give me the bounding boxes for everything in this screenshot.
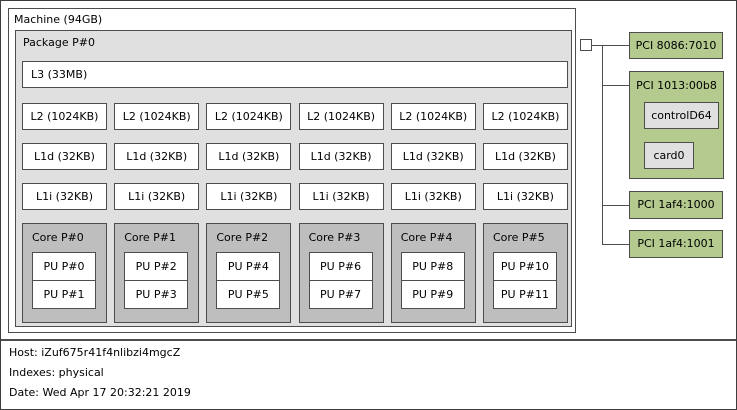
l2-cache-box: L2 (1024KB) [298, 103, 384, 130]
pu-stack: PU P#6 PU P#7 [308, 252, 373, 309]
core-box: Core P#1 PU P#2 PU P#3 [114, 223, 200, 323]
pci-device-label: PCI 1013:00b8 [636, 79, 717, 92]
l2-cache-box: L2 (1024KB) [390, 103, 476, 130]
pci-device-8086-7010: PCI 8086:7010 [629, 32, 723, 59]
core-label: Core P#5 [492, 231, 545, 244]
l2-cache-box: L2 (1024KB) [22, 103, 107, 130]
pci-device-1013-00b8: PCI 1013:00b8 controlD64 card0 [629, 71, 724, 179]
l1d-cache-box: L1d (32KB) [482, 143, 568, 170]
l2-cache-box: L2 (1024KB) [206, 103, 292, 130]
connector-line [602, 85, 631, 86]
pu-box: PU P#8 [400, 252, 465, 281]
legend-divider [1, 339, 736, 341]
core-box: Core P#2 PU P#4 PU P#5 [206, 223, 292, 323]
l1i-cache-box: L1i (32KB) [206, 183, 292, 210]
legend-host: Host: iZuf675r41f4nlibzi4mgcZ [9, 346, 181, 359]
pci-device-1af4-1001: PCI 1af4:1001 [629, 230, 723, 258]
connector-line [602, 244, 629, 245]
core-label: Core P#1 [124, 231, 176, 244]
core-label: Core P#4 [400, 231, 453, 244]
pu-box: PU P#2 [124, 252, 189, 281]
pu-box: PU P#1 [32, 280, 96, 309]
pu-stack: PU P#4 PU P#5 [216, 252, 281, 309]
core-label: Core P#3 [308, 231, 361, 244]
core-box: Core P#5 PU P#10 PU P#11 [482, 223, 568, 323]
pu-box: PU P#0 [32, 252, 96, 281]
pu-box: PU P#4 [216, 252, 281, 281]
connector-line [592, 45, 629, 46]
legend-indexes: Indexes: physical [9, 366, 104, 379]
l1d-cache-box: L1d (32KB) [22, 143, 107, 170]
l1i-cache-box: L1i (32KB) [298, 183, 384, 210]
legend-date: Date: Wed Apr 17 20:32:21 2019 [9, 386, 191, 399]
pu-box: PU P#7 [308, 280, 373, 309]
l1i-cache-box: L1i (32KB) [114, 183, 200, 210]
l1d-cache-box: L1d (32KB) [298, 143, 384, 170]
l1d-cache-box: L1d (32KB) [114, 143, 200, 170]
l1i-cache-box: L1i (32KB) [390, 183, 476, 210]
pci-subdevice-card0: card0 [644, 142, 694, 169]
package-label: Package P#0 [23, 36, 95, 49]
pu-box: PU P#10 [492, 252, 557, 281]
l1i-cache-row: L1i (32KB) L1i (32KB) L1i (32KB) L1i (32… [22, 183, 568, 210]
hostbridge-square-icon [580, 39, 592, 51]
pu-box: PU P#3 [124, 280, 189, 309]
machine-box: Machine (94GB) Package P#0 L3 (33MB) L2 … [8, 8, 576, 333]
pu-stack: PU P#0 PU P#1 [32, 252, 96, 309]
core-box: Core P#4 PU P#8 PU P#9 [390, 223, 476, 323]
core-label: Core P#2 [216, 231, 269, 244]
l1i-cache-box: L1i (32KB) [22, 183, 107, 210]
l1d-cache-row: L1d (32KB) L1d (32KB) L1d (32KB) L1d (32… [22, 143, 568, 170]
pu-stack: PU P#2 PU P#3 [124, 252, 189, 309]
core-box: Core P#0 PU P#0 PU P#1 [22, 223, 107, 323]
connector-line [602, 45, 603, 245]
pu-stack: PU P#8 PU P#9 [400, 252, 465, 309]
l2-cache-box: L2 (1024KB) [482, 103, 568, 130]
pu-box: PU P#5 [216, 280, 281, 309]
core-row: Core P#0 PU P#0 PU P#1 Core P#1 PU P#2 P… [22, 223, 568, 323]
l2-cache-box: L2 (1024KB) [114, 103, 200, 130]
l2-cache-row: L2 (1024KB) L2 (1024KB) L2 (1024KB) L2 (… [22, 103, 568, 130]
core-label: Core P#0 [32, 231, 84, 244]
core-box: Core P#3 PU P#6 PU P#7 [298, 223, 384, 323]
pu-stack: PU P#10 PU P#11 [492, 252, 557, 309]
pci-subdevice-controlD64: controlD64 [644, 102, 719, 129]
l1d-cache-box: L1d (32KB) [390, 143, 476, 170]
l1d-cache-box: L1d (32KB) [206, 143, 292, 170]
machine-label: Machine (94GB) [14, 13, 103, 26]
connector-line [602, 205, 629, 206]
l3-cache-box: L3 (33MB) [22, 61, 568, 88]
l1i-cache-box: L1i (32KB) [482, 183, 568, 210]
pci-device-1af4-1000: PCI 1af4:1000 [629, 191, 723, 219]
pu-box: PU P#6 [308, 252, 373, 281]
pu-box: PU P#11 [492, 280, 557, 309]
package-box: Package P#0 L3 (33MB) L2 (1024KB) L2 (10… [15, 30, 572, 327]
pu-box: PU P#9 [400, 280, 465, 309]
